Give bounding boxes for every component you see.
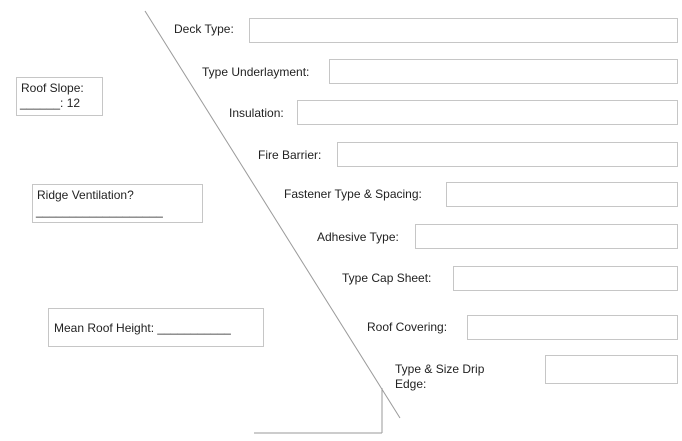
- deck-type-label: Deck Type:: [174, 22, 234, 36]
- ridge-ventilation-label: Ridge Ventilation?: [37, 188, 134, 202]
- insulation-label: Insulation:: [229, 106, 284, 120]
- ridge-ventilation-box[interactable]: Ridge Ventilation? ___________________: [32, 184, 203, 223]
- type-underlayment-label: Type Underlayment:: [202, 65, 310, 79]
- cap-sheet-label: Type Cap Sheet:: [342, 271, 432, 285]
- roof-slope-box[interactable]: Roof Slope: ______: 12: [16, 77, 103, 116]
- ridge-ventilation-value: ___________________: [36, 204, 163, 218]
- cap-sheet-field[interactable]: [453, 266, 678, 291]
- drip-edge-label-line1: Type & Size Drip: [395, 362, 485, 376]
- adhesive-type-label: Adhesive Type:: [317, 230, 399, 244]
- roof-slope-line: [144, 10, 401, 419]
- roof-slope-label: Roof Slope:: [21, 81, 84, 95]
- drip-edge-field[interactable]: [545, 355, 678, 384]
- adhesive-type-field[interactable]: [415, 224, 678, 249]
- drip-edge-label-line2: Edge:: [395, 377, 427, 391]
- type-underlayment-field[interactable]: [329, 59, 678, 84]
- insulation-field[interactable]: [297, 100, 678, 125]
- fastener-field[interactable]: [446, 182, 678, 207]
- roof-covering-field[interactable]: [467, 315, 678, 340]
- fastener-label: Fastener Type & Spacing:: [284, 187, 422, 201]
- fire-barrier-field[interactable]: [337, 142, 678, 167]
- mean-roof-height-label: Mean Roof Height: ___________: [54, 321, 231, 335]
- deck-type-field[interactable]: [249, 18, 678, 43]
- roof-covering-label: Roof Covering:: [367, 320, 448, 334]
- roof-slope-value: ______: 12: [20, 96, 81, 110]
- fire-barrier-label: Fire Barrier:: [258, 148, 322, 162]
- mean-roof-height-box[interactable]: Mean Roof Height: ___________: [48, 308, 264, 347]
